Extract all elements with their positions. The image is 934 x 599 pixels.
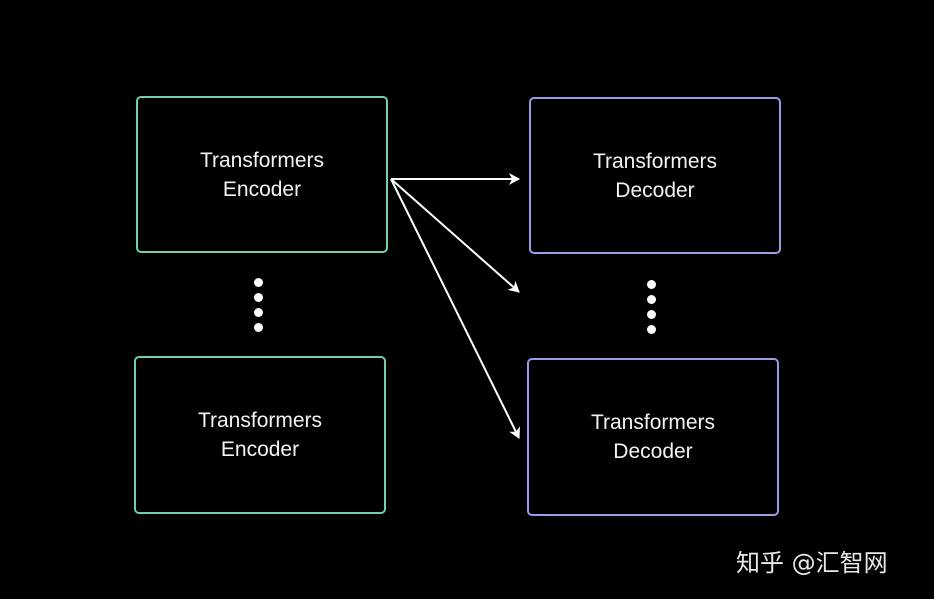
decoder-top-line1: Transformers: [592, 149, 718, 173]
encoder-bottom-line1: Transformers: [197, 409, 323, 432]
decoder-bottom-line2: Decoder: [613, 440, 693, 463]
ellipsis-dot: [647, 280, 656, 289]
arrow-to-decoder-bottom: [390, 178, 520, 439]
decoder-ellipsis: [647, 280, 657, 340]
encoder-ellipsis: [254, 278, 264, 338]
decoder-top-line2: Decoder: [615, 178, 695, 202]
ellipsis-dot: [647, 295, 656, 304]
ellipsis-dot: [254, 308, 263, 317]
decoder-box-bottom: Transformers Decoder: [527, 358, 779, 516]
watermark-text: 知乎 @汇智网: [736, 549, 888, 577]
decoder-bottom-line1: Transformers: [590, 411, 716, 434]
arrow-to-decoder-middle: [390, 178, 520, 293]
encoder-box-top: Transformers Encoder: [136, 96, 388, 253]
ellipsis-dot: [647, 325, 656, 334]
encoder-top-line2: Encoder: [222, 177, 302, 201]
ellipsis-dot: [254, 278, 263, 287]
ellipsis-dot: [254, 323, 263, 332]
decoder-box-top: Transformers Decoder: [529, 97, 781, 254]
encoder-box-bottom: Transformers Encoder: [134, 356, 386, 514]
encoder-top-line1: Transformers: [199, 148, 325, 172]
encoder-bottom-line2: Encoder: [220, 438, 300, 461]
ellipsis-dot: [647, 310, 656, 319]
ellipsis-dot: [254, 293, 263, 302]
